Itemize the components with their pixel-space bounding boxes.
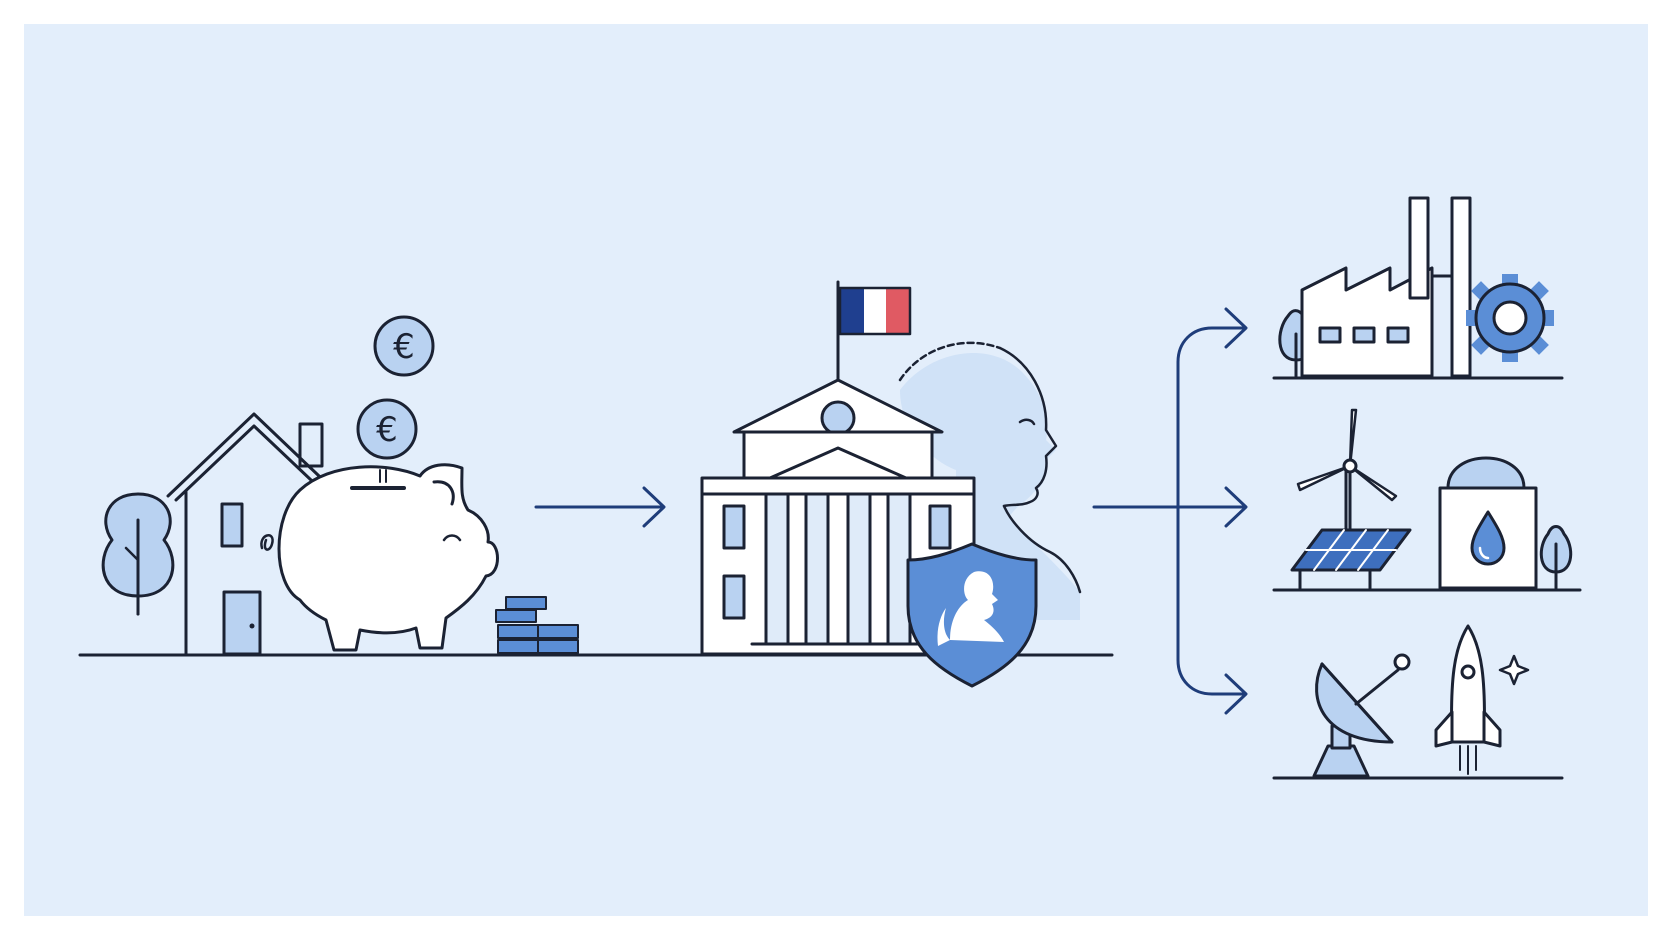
solar-panel-icon xyxy=(1290,528,1412,590)
water-drop-icon xyxy=(1470,510,1506,566)
public-bank-group xyxy=(700,280,1082,688)
coin-stack-icon xyxy=(495,596,579,654)
industry-row xyxy=(1272,196,1564,380)
branch-arrow-icon xyxy=(1092,307,1248,715)
sparkle-icon xyxy=(1498,654,1530,686)
space-row xyxy=(1272,624,1564,780)
flag-white-band xyxy=(864,288,886,334)
arrow-right-icon xyxy=(534,486,666,528)
euro-symbol-top: € xyxy=(393,327,415,367)
factory-icon xyxy=(1300,196,1472,378)
house-door xyxy=(222,590,262,656)
shield-icon xyxy=(906,542,1038,688)
french-flag-icon xyxy=(836,280,912,382)
household-savings-group: € € xyxy=(101,315,579,656)
rocket-icon xyxy=(1434,624,1502,775)
euro-coin-icon: € xyxy=(356,398,418,460)
gear-icon xyxy=(1466,274,1554,362)
house-icon xyxy=(166,412,342,656)
flag-blue-band xyxy=(840,288,864,334)
satellite-dish-icon xyxy=(1312,653,1411,778)
piggy-bank-icon xyxy=(277,463,499,652)
flag-red-band xyxy=(886,288,910,334)
marianne-portrait-icon xyxy=(898,341,1082,620)
house-window xyxy=(220,502,244,548)
tree-icon xyxy=(101,492,175,616)
euro-coin-icon: € xyxy=(373,315,435,377)
euro-symbol-bottom: € xyxy=(376,410,398,450)
energy-row xyxy=(1272,408,1582,592)
tree-icon xyxy=(1539,525,1573,590)
